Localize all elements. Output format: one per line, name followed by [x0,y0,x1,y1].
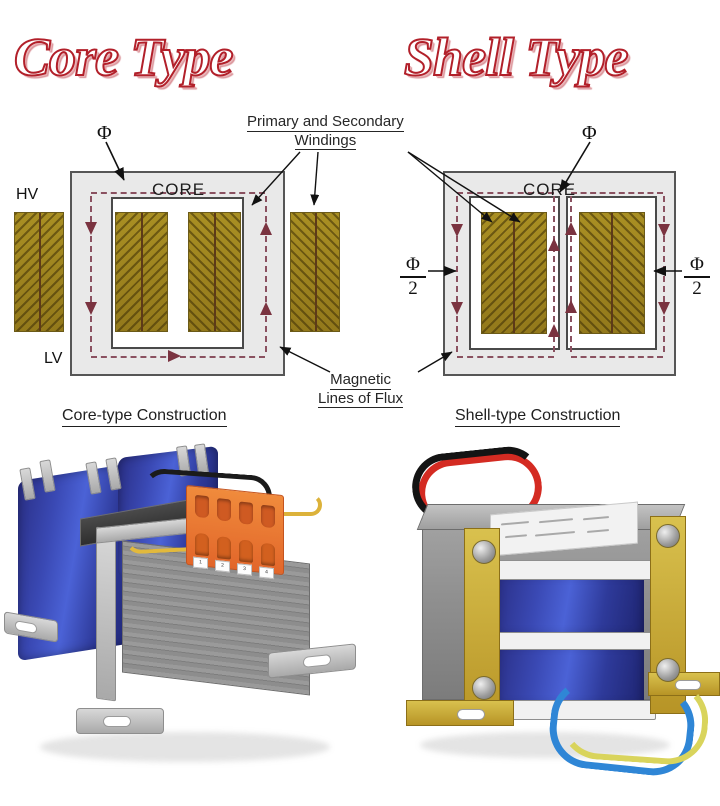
bolt-bottom-right [656,658,680,682]
brass-foot-left [406,700,514,726]
shell-flux-outer-left [456,196,458,352]
half-flux-right: Φ 2 [684,255,710,299]
half-flux-right-numerator: Φ [690,254,704,275]
mount-foot-front [76,708,164,734]
half-flux-left: Φ 2 [400,255,426,299]
coil-right-lower [496,644,644,706]
shell-arrow-down-left-1 [451,224,463,237]
callout-flux-line1: Magnetic [330,371,391,390]
shell-arrow-down-right-1 [658,224,670,237]
terminal-slot-2[interactable] [217,498,231,522]
shell-arrow-up-center-2 [548,238,560,251]
lv-label: LV [44,350,63,367]
winding-outer-left [14,212,64,332]
flux-arrow-right-1 [168,350,181,362]
bolt-top-left [472,540,496,564]
brass-foot-hole-left [457,709,485,720]
winding-inner-left [115,212,168,332]
shell-arrow-up-center-3 [565,300,577,313]
half-flux-right-bar [684,275,710,278]
terminal-number-3: 3 [237,563,252,576]
callout-windings-line1: Primary and Secondary [247,113,404,132]
bolt-bottom-left [472,676,496,700]
shell-arrow-up-center-1 [565,222,577,235]
terminal-port-1[interactable] [195,532,209,557]
bolt-top-right [656,524,680,548]
shell-winding-right [579,212,645,334]
shell-flux-outer-right [663,196,665,352]
terminal-port-2[interactable] [217,536,231,560]
flux-path-left-vertical [90,196,92,352]
terminal-slot-4[interactable] [261,504,275,529]
caption-shell-type-text: Shell-type Construction [455,407,621,427]
half-flux-right-denominator: 2 [692,277,702,299]
shell-arrow-up-center-4 [548,324,560,337]
flux-arrow-down-1 [85,222,97,235]
winding-outer-right [290,212,340,332]
caption-core-type: Core-type Construction [62,407,227,427]
photo-right-shadow [420,732,670,758]
callout-windings: Primary and Secondary Windings [247,113,404,151]
photo-core-type-transformer: 1 2 3 4 [0,432,360,806]
shell-flux-center-a [553,196,555,352]
page-title-core-type: Core Type [13,26,234,88]
shell-flux-center-b [570,196,572,352]
flux-arrow-down-2 [85,302,97,315]
page-title-shell-type: Shell Type [403,26,629,88]
shell-flux-top-right [571,192,663,194]
flux-path-top-horizontal [91,192,265,194]
shell-arrow-down-right-2 [658,302,670,315]
flux-arrow-up-1 [260,222,272,235]
coil-former-top [488,560,656,580]
caption-shell-type: Shell-type Construction [455,407,621,427]
terminal-number-1: 1 [193,556,208,570]
half-flux-left-bar [400,275,426,278]
shell-flux-bottom-left [457,356,554,358]
callout-windings-line2: Windings [294,131,357,151]
core-label-right: CORE [523,180,577,199]
terminal-port-3[interactable] [239,539,253,563]
winding-inner-right [188,212,241,332]
terminal-port-4[interactable] [261,542,275,567]
mount-hole-front [103,716,131,727]
terminal-slot-1[interactable] [195,494,209,519]
terminal-slot-3[interactable] [239,501,253,525]
flux-symbol-right: Φ [582,122,597,144]
flux-symbol-left: Φ [97,122,112,144]
terminal-block[interactable]: 1 2 3 4 [186,484,284,580]
callout-flux: Magnetic Lines of Flux [318,371,404,409]
terminal-number-2: 2 [215,559,230,573]
core-label-left: CORE [152,180,206,199]
mount-hole-left [15,620,37,635]
photo-left-shadow [40,732,330,762]
shell-flux-bottom-right [571,356,663,358]
photo-shell-type-transformer [360,432,720,806]
half-flux-left-denominator: 2 [408,277,418,299]
flux-arrow-up-2 [260,302,272,315]
caption-core-type-text: Core-type Construction [62,407,227,427]
shell-winding-left [481,212,547,334]
flux-path-right-vertical [265,196,267,352]
coil-former-mid [488,632,656,650]
mount-hole-right [303,654,331,668]
frame-strap-left [96,526,116,702]
callout-flux-line2: Lines of Flux [318,389,404,409]
half-flux-left-numerator: Φ [406,254,420,275]
terminal-number-4: 4 [259,566,274,580]
wire-yellow-2 [250,494,322,516]
lead-yellow-green [557,672,711,768]
shell-arrow-down-left-2 [451,302,463,315]
coil-right-upper [496,574,644,636]
hv-label: HV [16,186,39,203]
brass-foot-hole-right [675,680,701,690]
